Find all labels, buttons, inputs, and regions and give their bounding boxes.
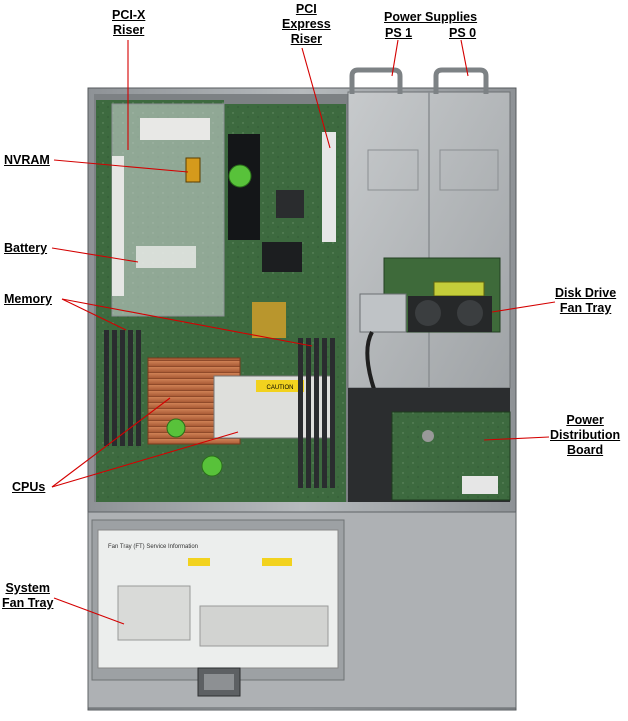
callout-line-cpus-b <box>51 431 239 488</box>
caution-text: CAUTION <box>267 385 294 391</box>
label-battery: Battery <box>4 241 48 255</box>
pcix-riser <box>111 103 225 317</box>
callout-line-ps0 <box>460 39 469 77</box>
cpu-heatsinks: CAUTION <box>147 357 333 445</box>
callout-line-ps1 <box>391 39 399 77</box>
memory-dimm-left-5 <box>136 330 141 446</box>
memory-dimm-left-4 <box>128 330 133 446</box>
callout-line-battery <box>51 247 139 263</box>
memory-dimms <box>104 330 335 488</box>
disk-drive-fan-tray <box>359 257 501 401</box>
label-cpus: CPUs <box>12 480 46 494</box>
callout-line-pdb <box>483 436 550 441</box>
callout-line-cpus-a <box>51 397 171 488</box>
memory-dimm-right-5 <box>330 338 335 488</box>
memory-dimm-left-3 <box>120 330 125 446</box>
callout-lines <box>51 39 556 625</box>
system-fan-tray: Fan Tray (FT) Service Information <box>87 511 517 709</box>
memory-dimm-left-2 <box>112 330 117 446</box>
callout-line-memory-a <box>61 298 127 331</box>
label-ps1: PS 1 <box>385 26 413 40</box>
memory-dimm-right-1 <box>298 338 303 488</box>
callout-line-disk-fan <box>491 301 556 313</box>
memory-dimm-right-3 <box>314 338 319 488</box>
label-memory: Memory <box>4 292 52 306</box>
callout-line-memory-b <box>61 298 313 347</box>
callout-line-sysfan <box>53 597 125 625</box>
power-distribution-board <box>348 388 511 502</box>
battery <box>136 246 196 268</box>
label-ps0: PS 0 <box>449 26 477 40</box>
label-power-supplies: Power Supplies <box>384 10 478 24</box>
fan-tray-service-text: Fan Tray (FT) Service Information <box>108 544 198 550</box>
callout-line-pcie <box>301 47 331 149</box>
memory-dimm-right-4 <box>322 338 327 488</box>
callout-line-nvram <box>53 159 189 173</box>
fan-rotors <box>166 164 252 477</box>
label-nvram: NVRAM <box>4 153 50 167</box>
power-supplies <box>347 67 511 389</box>
memory-dimm-left-1 <box>104 330 109 446</box>
nvram-chip <box>185 157 201 183</box>
memory-dimm-right-2 <box>306 338 311 488</box>
